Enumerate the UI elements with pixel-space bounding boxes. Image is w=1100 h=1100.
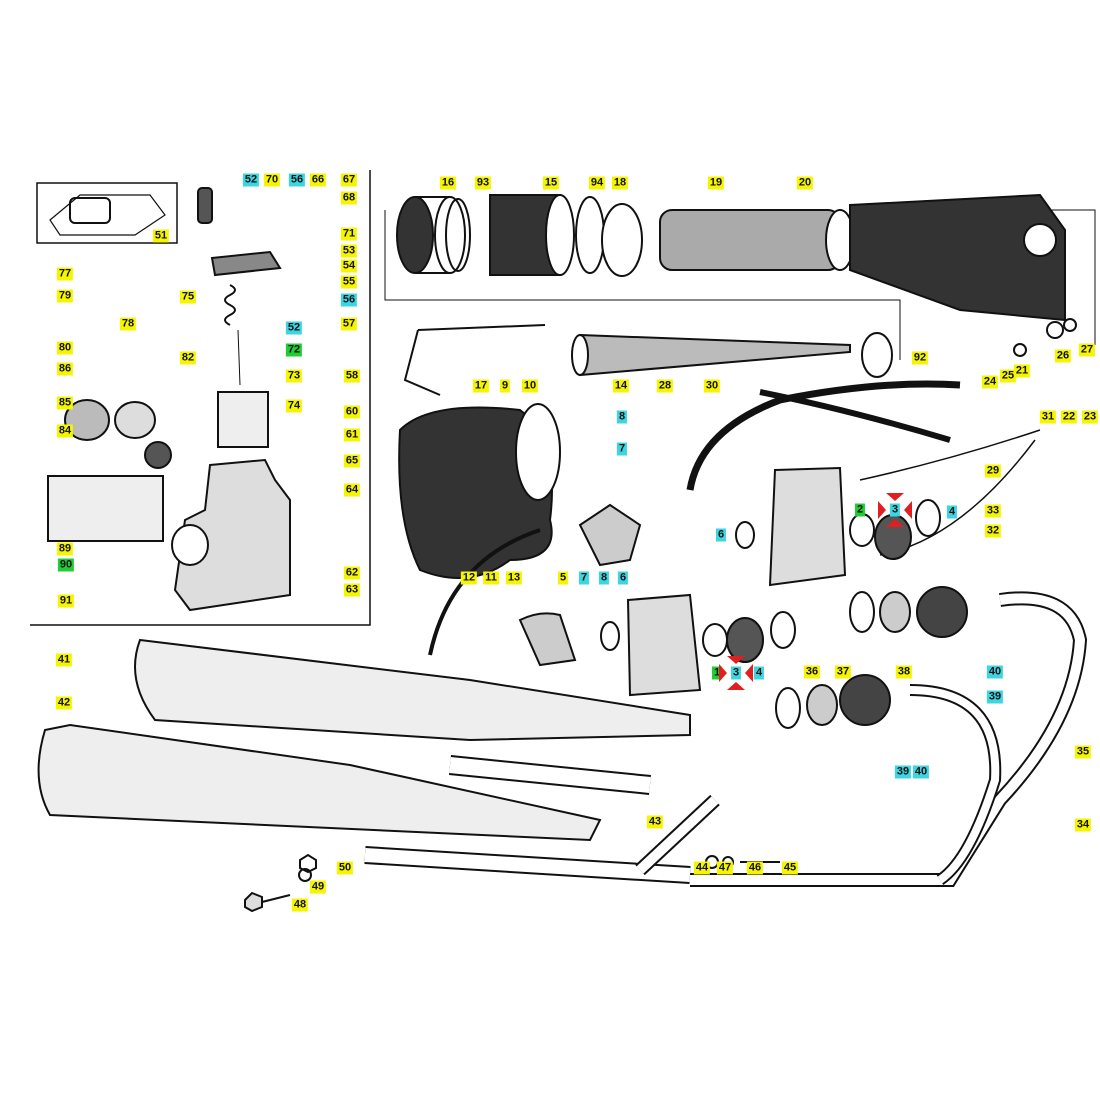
part-number-label[interactable]: 50 <box>336 861 354 875</box>
part-number-label[interactable]: 43 <box>646 815 664 829</box>
part-number-label[interactable]: 52 <box>285 321 303 335</box>
part-number-label[interactable]: 78 <box>119 317 137 331</box>
part-number-label[interactable]: 75 <box>179 290 197 304</box>
part-number-label[interactable]: 48 <box>291 898 309 912</box>
part-number-label[interactable]: 23 <box>1081 410 1099 424</box>
part-number-label[interactable]: 90 <box>57 558 75 572</box>
part-number-label[interactable]: 8 <box>616 410 628 424</box>
part-number-label[interactable]: 36 <box>803 665 821 679</box>
part-number-label[interactable]: 68 <box>340 191 358 205</box>
part-number-label[interactable]: 51 <box>152 229 170 243</box>
part-number-label[interactable]: 38 <box>895 665 913 679</box>
part-number-label[interactable]: 4 <box>753 666 765 680</box>
part-number-label[interactable]: 28 <box>656 379 674 393</box>
part-number-label[interactable]: 72 <box>285 343 303 357</box>
part-number-label[interactable]: 34 <box>1074 818 1092 832</box>
part-number-label[interactable]: 94 <box>588 176 606 190</box>
part-number-label[interactable]: 63 <box>343 583 361 597</box>
part-number-label[interactable]: 3 <box>730 666 742 680</box>
part-number-label[interactable]: 55 <box>340 275 358 289</box>
part-number-label[interactable]: 49 <box>309 880 327 894</box>
part-number-label[interactable]: 2 <box>854 503 866 517</box>
part-number-label[interactable]: 67 <box>340 173 358 187</box>
part-number-label[interactable]: 47 <box>716 861 734 875</box>
part-number-label[interactable]: 61 <box>343 428 361 442</box>
part-number-label[interactable]: 66 <box>309 173 327 187</box>
part-number-label[interactable]: 25 <box>999 369 1017 383</box>
part-number-label[interactable]: 92 <box>911 351 929 365</box>
part-number-label[interactable]: 89 <box>56 542 74 556</box>
part-number-label[interactable]: 62 <box>343 566 361 580</box>
part-number-label[interactable]: 10 <box>521 379 539 393</box>
part-number-label[interactable]: 42 <box>55 696 73 710</box>
part-number-label[interactable]: 22 <box>1060 410 1078 424</box>
part-number-label[interactable]: 30 <box>703 379 721 393</box>
part-number-label[interactable]: 77 <box>56 267 74 281</box>
part-number-label[interactable]: 7 <box>578 571 590 585</box>
part-number-label[interactable]: 39 <box>986 690 1004 704</box>
part-number-label[interactable]: 54 <box>340 259 358 273</box>
part-number-label[interactable]: 85 <box>56 396 74 410</box>
part-number-label[interactable]: 29 <box>984 464 1002 478</box>
part-number-label[interactable]: 16 <box>439 176 457 190</box>
part-number-label[interactable]: 39 <box>894 765 912 779</box>
part-number-label[interactable]: 12 <box>460 571 478 585</box>
part-number-label[interactable]: 40 <box>912 765 930 779</box>
part-number-label[interactable]: 14 <box>612 379 630 393</box>
part-number-label[interactable]: 84 <box>56 424 74 438</box>
part-number-label[interactable]: 1 <box>711 666 723 680</box>
part-number-label[interactable]: 6 <box>617 571 629 585</box>
part-number-label[interactable]: 58 <box>343 369 361 383</box>
part-number-label[interactable]: 7 <box>616 442 628 456</box>
position-marker-icon <box>878 493 912 527</box>
part-number-label[interactable]: 35 <box>1074 745 1092 759</box>
part-number-label[interactable]: 86 <box>56 362 74 376</box>
part-number-label[interactable]: 80 <box>56 341 74 355</box>
part-number-label[interactable]: 52 <box>242 173 260 187</box>
part-number-label[interactable]: 56 <box>288 173 306 187</box>
part-number-label[interactable]: 18 <box>611 176 629 190</box>
part-number-label[interactable]: 41 <box>55 653 73 667</box>
part-number-label[interactable]: 74 <box>285 399 303 413</box>
part-number-label[interactable]: 45 <box>781 861 799 875</box>
part-number-label[interactable]: 64 <box>343 483 361 497</box>
part-number-label[interactable]: 11 <box>483 571 499 585</box>
part-number-label[interactable]: 82 <box>179 351 197 365</box>
part-number-label[interactable]: 8 <box>598 571 610 585</box>
part-number-label[interactable]: 15 <box>542 176 560 190</box>
part-number-label[interactable]: 93 <box>474 176 492 190</box>
part-number-label[interactable]: 37 <box>834 665 852 679</box>
part-number-label[interactable]: 65 <box>343 454 361 468</box>
part-number-label[interactable]: 24 <box>981 375 999 389</box>
part-number-label[interactable]: 57 <box>340 317 358 331</box>
part-number-label[interactable]: 91 <box>57 594 75 608</box>
position-marker-icon <box>719 656 753 690</box>
part-number-label[interactable]: 6 <box>715 528 727 542</box>
part-number-label[interactable]: 13 <box>505 571 523 585</box>
part-number-label[interactable]: 9 <box>499 379 511 393</box>
part-number-label[interactable]: 32 <box>984 524 1002 538</box>
part-number-label[interactable]: 73 <box>285 369 303 383</box>
part-number-label[interactable]: 21 <box>1013 364 1031 378</box>
part-number-label[interactable]: 5 <box>557 571 569 585</box>
part-number-label[interactable]: 31 <box>1039 410 1057 424</box>
part-number-label[interactable]: 60 <box>343 405 361 419</box>
part-number-label[interactable]: 4 <box>946 505 958 519</box>
part-number-label[interactable]: 17 <box>472 379 490 393</box>
part-number-label[interactable]: 79 <box>56 289 74 303</box>
part-number-label[interactable]: 46 <box>746 861 764 875</box>
part-number-label[interactable]: 44 <box>693 861 711 875</box>
part-number-label[interactable]: 3 <box>889 503 901 517</box>
part-number-label[interactable]: 70 <box>263 173 281 187</box>
part-number-label[interactable]: 27 <box>1078 343 1096 357</box>
part-number-label[interactable]: 20 <box>796 176 814 190</box>
part-number-label[interactable]: 26 <box>1054 349 1072 363</box>
part-number-label[interactable]: 19 <box>707 176 725 190</box>
part-number-label[interactable]: 40 <box>986 665 1004 679</box>
part-number-label[interactable]: 71 <box>340 227 358 241</box>
part-number-label[interactable]: 53 <box>340 244 358 258</box>
part-number-label[interactable]: 33 <box>984 504 1002 518</box>
part-number-label[interactable]: 56 <box>340 293 358 307</box>
